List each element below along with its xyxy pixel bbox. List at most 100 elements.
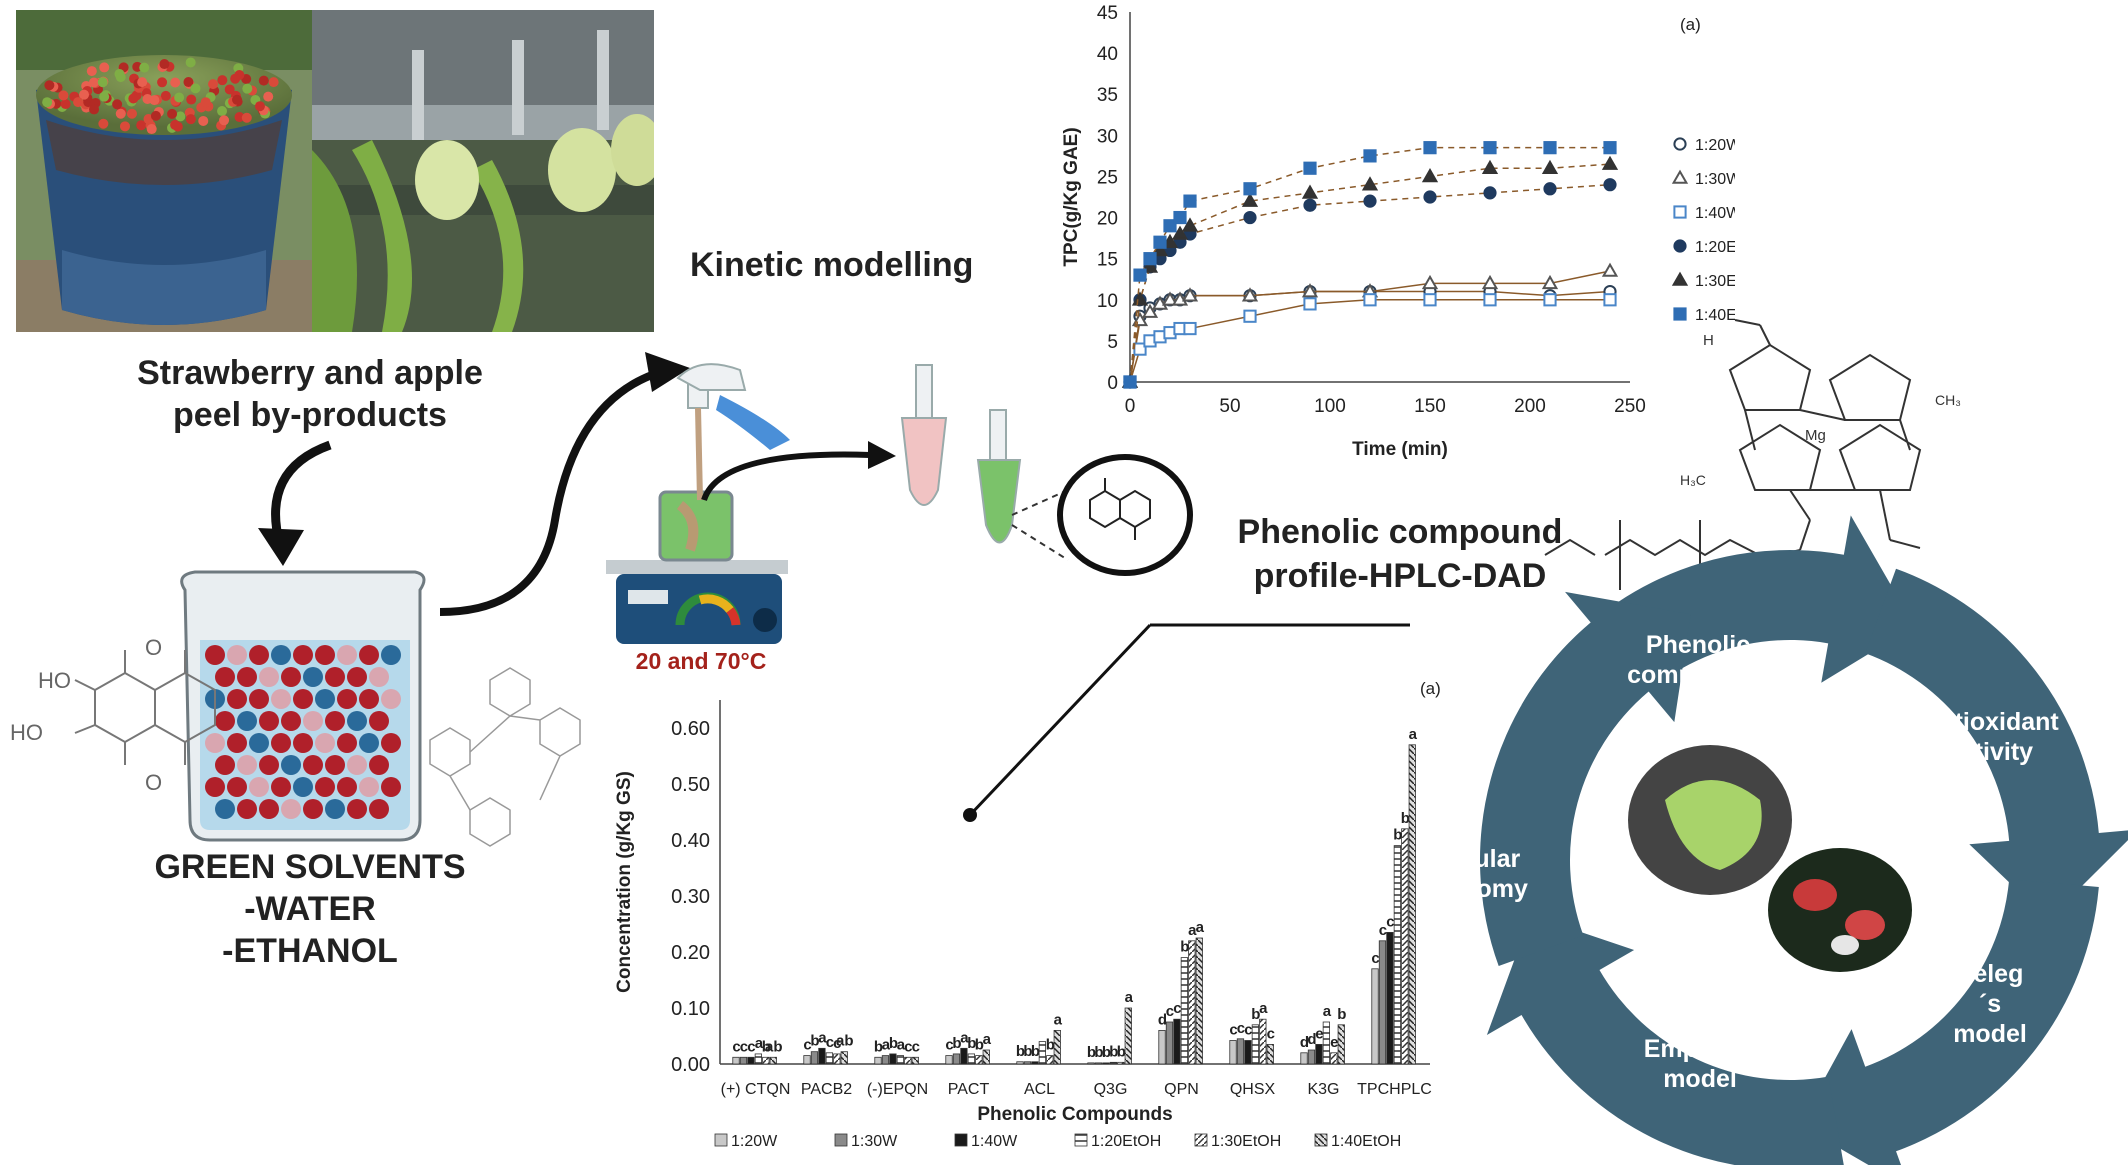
kinetic-point xyxy=(1601,155,1619,170)
kinetic-point xyxy=(1541,159,1559,175)
kinetic-y-tick: 45 xyxy=(1097,3,1118,24)
strawberry-dot xyxy=(263,91,274,102)
solvent-ball xyxy=(347,711,367,731)
bar-significance-letter: b xyxy=(1180,939,1189,956)
centrifuge-tubes xyxy=(900,364,1022,544)
bar-significance-letter: ab xyxy=(765,1038,783,1055)
bar-rect xyxy=(982,1049,990,1065)
solvent-ball xyxy=(249,777,269,797)
kinetic-y-tick: 5 xyxy=(1107,332,1118,353)
kinetic-legend-label: 1:40EtOH xyxy=(1695,307,1735,324)
strawberry-dot xyxy=(190,83,201,94)
solvents-line3: -ETHANOL xyxy=(222,932,398,970)
kinetic-y-tick: 25 xyxy=(1097,167,1118,188)
strawberry-dot xyxy=(174,92,185,103)
strawberry-dot xyxy=(98,118,109,129)
bar-significance-letter: a xyxy=(1409,726,1418,743)
solvent-ball xyxy=(303,667,323,687)
strawberry-dot xyxy=(99,62,110,73)
cycle-arrow xyxy=(1486,915,1844,1165)
strawberry-dot xyxy=(167,108,178,119)
bar-significance-letter: b xyxy=(1251,1006,1260,1023)
strawberry-dot xyxy=(242,83,253,94)
bar-rect xyxy=(1188,940,1196,1065)
bar-rect xyxy=(881,1055,890,1065)
bar-significance-letter: c xyxy=(1166,1003,1174,1020)
solvent-ball xyxy=(227,777,247,797)
bar-significance-letter: b xyxy=(1401,810,1410,827)
cycle-label-0: compounds xyxy=(1627,661,1769,689)
strawberry-dot xyxy=(73,97,84,108)
kinetic-point xyxy=(1141,303,1159,318)
kinetic-point xyxy=(1671,271,1689,286)
solvent-ball xyxy=(205,777,225,797)
bar-legend-swatch xyxy=(1074,1133,1088,1147)
ellagic-acid-molecule xyxy=(74,650,216,765)
bar-significance-letter: b xyxy=(874,1038,883,1055)
strawberry-dot xyxy=(150,110,161,121)
solvents-title: GREEN SOLVENTS -WATER -ETHANOL xyxy=(110,846,510,972)
solvent-ball xyxy=(293,645,313,665)
pointer-line-d xyxy=(968,623,1152,817)
kinetic-point xyxy=(1543,141,1557,155)
bar-rect xyxy=(840,1051,848,1065)
solvent-ball xyxy=(271,689,291,709)
strawberry-dot xyxy=(42,97,53,108)
apple-peel-shape xyxy=(1665,780,1762,870)
bar-significance-letter: ab xyxy=(836,1033,854,1050)
bar-rect xyxy=(967,1053,975,1065)
bar-legend-swatch xyxy=(1314,1133,1328,1147)
strawberry-dot xyxy=(115,72,126,83)
kinetic-y-tick: 40 xyxy=(1097,44,1118,65)
bar-rect xyxy=(739,1056,748,1065)
kinetic-point xyxy=(1423,141,1437,155)
cycle-label-4: Circular xyxy=(1426,845,1521,873)
kinetic-x-tick: 50 xyxy=(1219,396,1240,417)
zoom-circle xyxy=(1057,454,1193,576)
strawberry-dot xyxy=(79,89,90,100)
bar-panel-mark: (a) xyxy=(1420,679,1440,698)
bar-category-label: K3G xyxy=(1307,1081,1339,1098)
solvent-ball xyxy=(359,689,379,709)
bar-significance-letter: b xyxy=(889,1035,898,1052)
bar-y-label: Concentration (g/Kg GS) xyxy=(614,771,635,993)
solvent-ball xyxy=(381,733,401,753)
pipette xyxy=(676,363,790,501)
bar-y-tick: 0.40 xyxy=(671,830,710,852)
bar-significance-letter: c xyxy=(732,1038,740,1055)
bar-significance-letter: b xyxy=(1393,827,1402,844)
bar-significance-letter: b xyxy=(1117,1043,1126,1060)
ho-label-1: HO xyxy=(38,668,71,693)
solvent-ball xyxy=(337,777,357,797)
cycle-label-2: ´s xyxy=(1979,990,2001,1018)
strawberry-piece-1 xyxy=(1793,879,1837,911)
bar-rect xyxy=(952,1053,961,1065)
bar-rect xyxy=(1046,1055,1054,1065)
solvent-ball xyxy=(325,711,345,731)
kinetic-point xyxy=(1133,268,1147,282)
solvent-ball xyxy=(281,667,301,687)
bar-rect xyxy=(975,1055,983,1065)
kinetic-point xyxy=(1243,309,1257,323)
solvent-ball xyxy=(381,645,401,665)
bar-significance-letter: c xyxy=(1371,950,1379,967)
strawberry-dot xyxy=(258,75,269,86)
strawberry-dot xyxy=(183,77,194,88)
bar-significance-letter: a xyxy=(960,1029,969,1046)
strawberry-piece-2 xyxy=(1845,910,1885,940)
bar-significance-letter: b xyxy=(952,1035,961,1052)
bar-rect xyxy=(1173,1018,1181,1065)
bar-significance-letter: b xyxy=(1023,1043,1032,1060)
kinetic-point xyxy=(1673,239,1687,253)
bar-category-label: QPN xyxy=(1164,1081,1199,1098)
solvent-ball xyxy=(259,799,279,819)
bar-legend-swatch xyxy=(834,1133,848,1147)
strawberry-dot xyxy=(200,97,211,108)
bar-significance-letter: b xyxy=(975,1037,984,1054)
bar-significance-letter: e xyxy=(1330,1034,1338,1051)
kinetic-point xyxy=(1303,297,1317,311)
arrow-to-tubes xyxy=(701,451,871,502)
bar-rect xyxy=(747,1056,755,1065)
kinetic-point xyxy=(1673,137,1687,151)
